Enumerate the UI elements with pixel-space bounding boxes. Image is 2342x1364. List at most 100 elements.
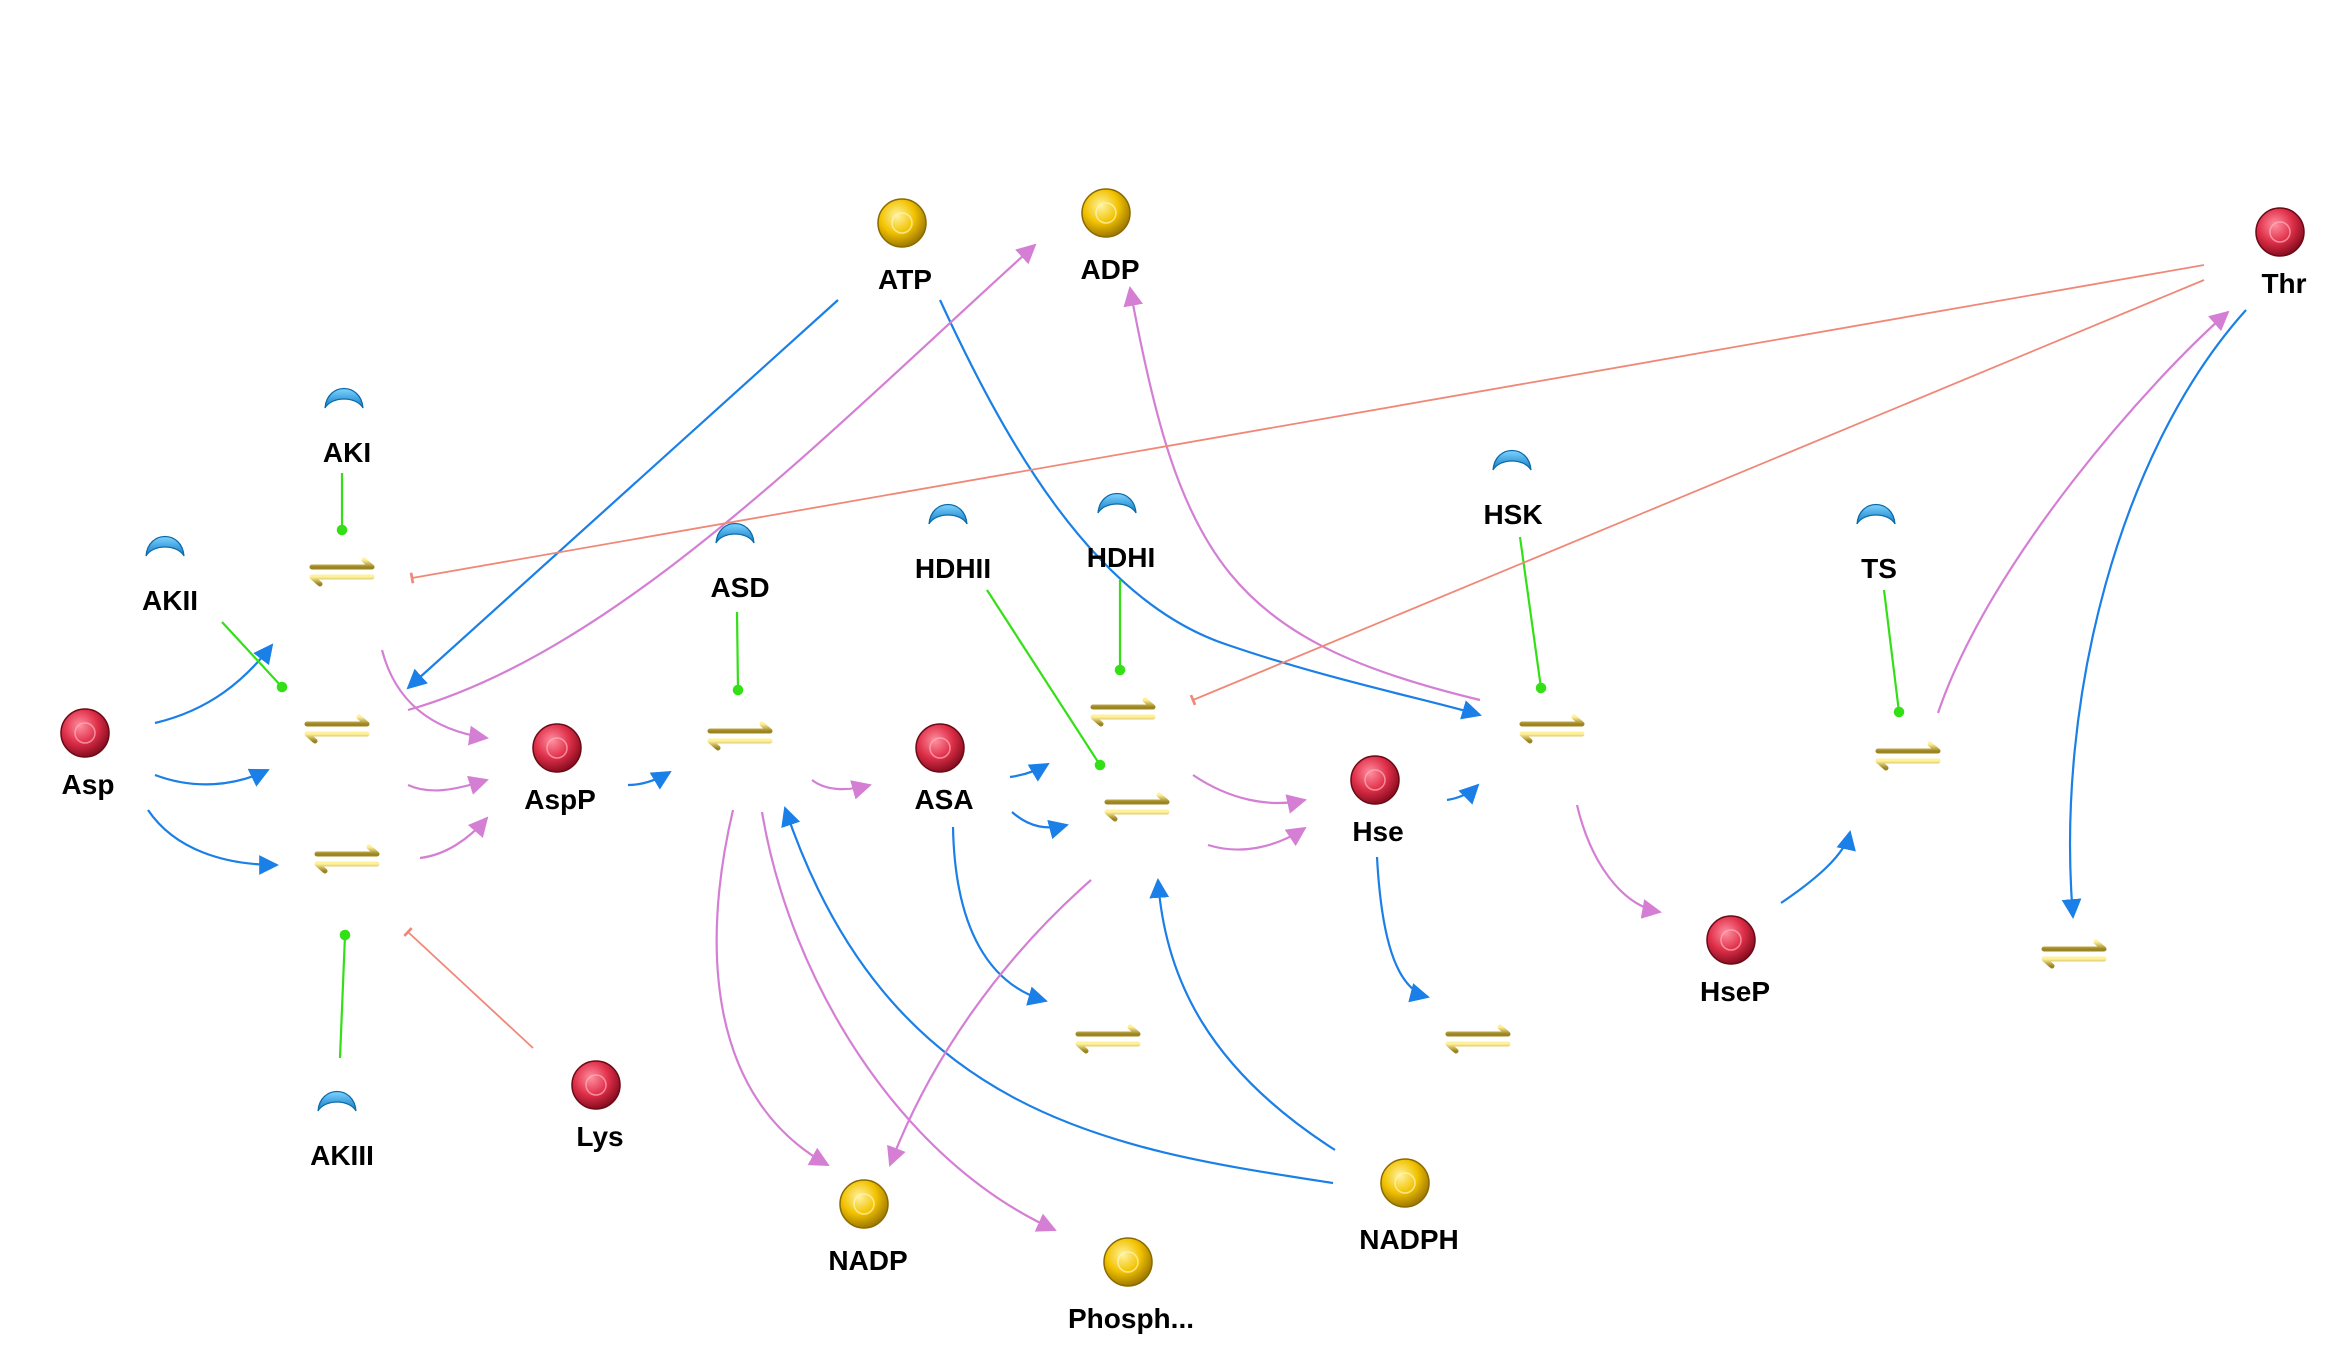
edge-asd-r [732,611,744,696]
cofactor-atp[interactable]: ATP [877,198,932,295]
cofactor-icon [1103,1237,1153,1287]
metabolite-icon [571,1060,621,1110]
edge-hdhii-r [986,589,1106,771]
cofactor-label: ATP [878,264,932,295]
edge-asp-r2 [154,768,270,787]
enzyme-icon [145,535,185,557]
reaction-node-aki[interactable] [312,560,372,584]
enzyme-aki[interactable]: AKI [323,387,371,469]
metabolite-lys[interactable]: Lys [571,1060,624,1152]
edge-asa-lysc [951,826,1048,1006]
edge-thr-side [2061,309,2247,919]
product-edges [380,243,2230,1232]
inhibition-edges [403,264,2205,1049]
enzyme-label: HDHI [1087,542,1155,573]
cofactor-nadph[interactable]: NADPH [1359,1158,1459,1255]
metabolite-label: ASA [914,784,973,815]
enzyme-icon [1856,503,1896,525]
edge-r2-adp [407,243,1037,712]
edge-hdhii-hse [1207,826,1307,851]
cofactors: ATP ADP NADP NADPH Phosph... [828,188,1459,1334]
edge-nadph-r-hdh [1149,878,1336,1151]
edge-asa-r-hdhi [1009,762,1050,782]
edges [147,243,2247,1232]
edge-asd-nadp [715,809,830,1166]
enzyme-label: AKI [323,437,371,468]
edge-akii-r2 [221,621,288,693]
cofactor-label: NADP [828,1245,907,1276]
metabolite-icon [2255,207,2305,257]
edge-asp-r1 [154,643,274,725]
reaction-node-thr-sink[interactable] [2044,942,2104,966]
edge-atp-r2 [406,299,839,690]
metabolite-label: Hse [1352,816,1403,847]
metabolites: Asp AspP ASA Hse HseP Thr Lys [60,207,2307,1152]
metabolite-thr[interactable]: Thr [2255,207,2307,299]
reaction-node-hsk[interactable] [1522,717,1582,741]
enzyme-icon [324,387,364,409]
enzyme-akii[interactable]: AKII [142,535,198,617]
edge-asp-r3 [147,809,279,875]
edge-thr-inhibits-hdhi [1189,279,2205,706]
cofactor-icon [1081,188,1131,238]
reaction-node-akiii[interactable] [317,847,377,871]
edge-ts-thr [1936,310,2230,714]
metabolite-asa[interactable]: ASA [914,723,974,815]
cofactor-adp[interactable]: ADP [1080,188,1140,285]
edge-hdhii-nadp [887,879,1092,1167]
edge-lys-inhibits-akiii [403,927,534,1049]
cofactor-icon [877,198,927,248]
edge-ts-r [1882,589,1905,718]
metabolite-label: Asp [62,769,115,800]
metabolite-hsep[interactable]: HseP [1700,915,1770,1007]
metabolite-label: Lys [576,1121,623,1152]
reaction-node-hdhi[interactable] [1093,700,1153,724]
edge-asd-asa [811,779,872,800]
enzyme-hsk[interactable]: HSK [1483,449,1543,531]
enzyme-label: ASD [710,572,769,603]
metabolite-label: HseP [1700,976,1770,1007]
metabolite-hse[interactable]: Hse [1350,755,1404,847]
edge-akiii-r3 [338,929,351,1059]
enzyme-icon [928,503,968,525]
enzyme-icon [317,1090,357,1112]
edge-thr-inhibits-aki [409,264,2205,584]
enzyme-asd[interactable]: ASD [710,522,770,604]
enzyme-hdhii[interactable]: HDHII [915,503,991,585]
metabolite-aspp[interactable]: AspP [524,723,596,815]
edge-hsk-adp [1123,286,1481,702]
metabolite-asp[interactable]: Asp [60,708,115,800]
enzyme-hdhi[interactable]: HDHI [1087,492,1155,574]
edge-hsk-hsep [1575,804,1662,919]
edge-r3-aspp [419,816,489,860]
edge-asd-phosph [760,811,1057,1232]
edge-r2-aspp [407,775,489,795]
cofactor-nadp[interactable]: NADP [828,1179,908,1276]
edge-hdhi-hse [1192,774,1307,814]
reaction-node-asa-sink[interactable] [1078,1027,1138,1051]
edge-aspp-r-asd [627,770,672,790]
reaction-node-hse-sink[interactable] [1448,1027,1508,1051]
reaction-node-akii[interactable] [307,717,367,741]
cofactor-icon [1380,1158,1430,1208]
reaction-node-hdhii[interactable] [1107,795,1167,819]
edge-atp-r-hsk [939,299,1482,720]
enzyme-label: HDHII [915,553,991,584]
edge-hse-r-hsk [1446,783,1480,805]
cofactor-phosph[interactable]: Phosph... [1068,1237,1194,1334]
edge-hse-side [1375,856,1430,1003]
edge-nadph-r-asd [781,806,1334,1185]
enzyme-icon [1097,492,1137,514]
reaction-node-asd[interactable] [710,724,770,748]
reaction-node-ts[interactable] [1878,744,1938,768]
metabolite-icon [1350,755,1400,805]
enzyme-ts[interactable]: TS [1856,503,1897,585]
metabolite-icon [915,723,965,773]
enzyme-label: AKIII [310,1140,374,1171]
metabolite-icon [1706,915,1756,965]
metabolite-label: Thr [2261,268,2306,299]
edge-asa-r-hdhii [1011,811,1069,840]
cofactor-label: NADPH [1359,1224,1459,1255]
enzyme-akiii[interactable]: AKIII [310,1090,374,1172]
